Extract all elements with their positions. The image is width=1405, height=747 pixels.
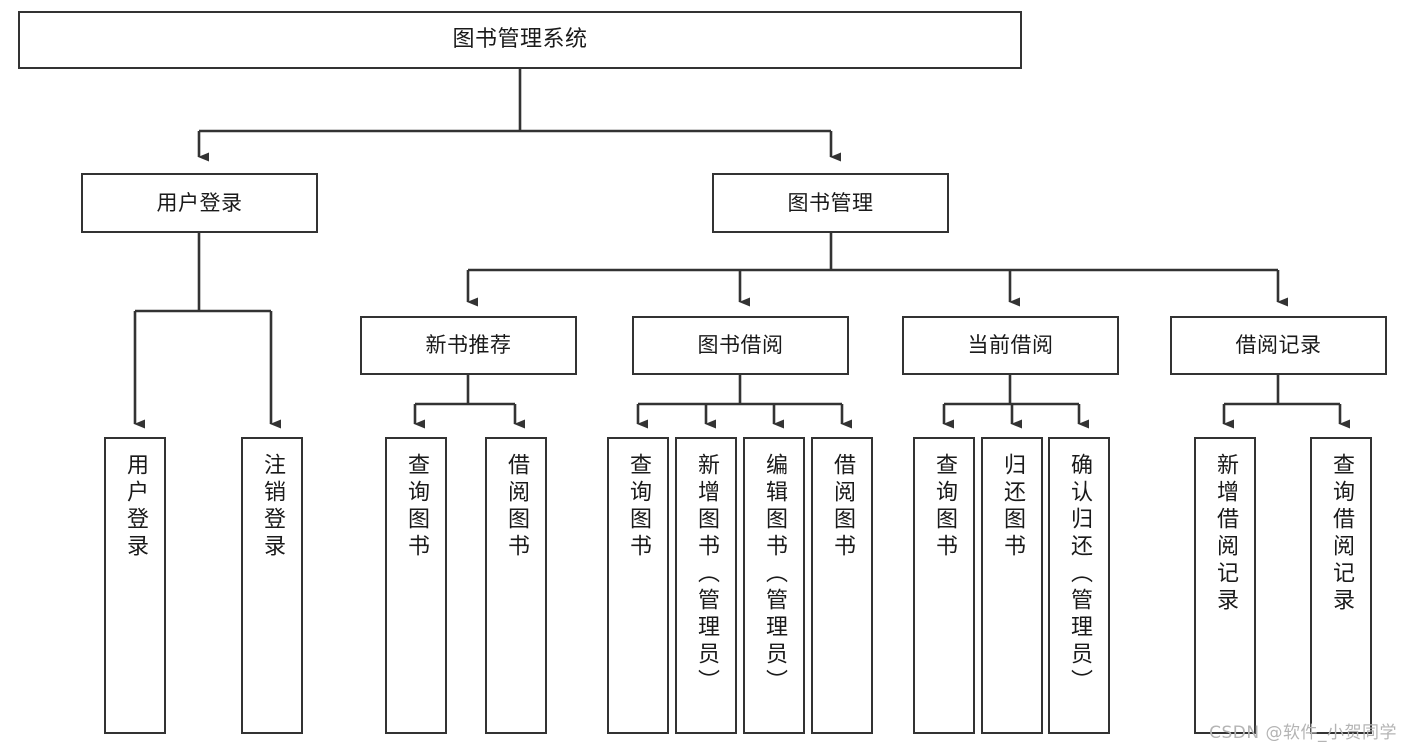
leaf-edit-book-admin[interactable]: 编辑图书（管理员） — [743, 437, 805, 734]
node-label: 借阅图书 — [504, 453, 529, 561]
node-label: 图书管理 — [787, 190, 874, 215]
node-user-login[interactable]: 用户登录 — [81, 173, 318, 233]
leaf-query-borrow-record[interactable]: 查询借阅记录 — [1310, 437, 1372, 734]
leaf-borrow-book[interactable]: 借阅图书 — [811, 437, 873, 734]
node-label: 查询图书 — [404, 453, 429, 561]
node-label: 编辑图书（管理员） — [762, 453, 787, 696]
leaf-query-book-current[interactable]: 查询图书 — [913, 437, 975, 734]
leaf-query-book-borrow[interactable]: 查询图书 — [607, 437, 669, 734]
node-label: 查询借阅记录 — [1329, 453, 1354, 615]
node-label: 确认归还（管理员） — [1067, 453, 1092, 696]
node-label: 借阅记录 — [1235, 333, 1322, 358]
leaf-user-login[interactable]: 用户登录 — [104, 437, 166, 734]
node-root-system[interactable]: 图书管理系统 — [18, 11, 1022, 69]
node-label: 用户登录 — [123, 453, 148, 561]
csdn-watermark: CSDN @软件_小贺同学 — [1209, 723, 1397, 743]
node-label: 新书推荐 — [425, 333, 512, 358]
leaf-confirm-return-admin[interactable]: 确认归还（管理员） — [1048, 437, 1110, 734]
node-label: 查询图书 — [626, 453, 651, 561]
node-label: 新增借阅记录 — [1213, 453, 1238, 615]
leaf-logout[interactable]: 注销登录 — [241, 437, 303, 734]
node-label: 用户登录 — [156, 190, 243, 215]
leaf-borrow-book-newbook[interactable]: 借阅图书 — [485, 437, 547, 734]
leaf-add-borrow-record[interactable]: 新增借阅记录 — [1194, 437, 1256, 734]
node-book-borrow[interactable]: 图书借阅 — [632, 316, 849, 375]
node-book-management[interactable]: 图书管理 — [712, 173, 949, 233]
node-label: 查询图书 — [932, 453, 957, 561]
node-label: 新增图书（管理员） — [694, 453, 719, 696]
leaf-return-book[interactable]: 归还图书 — [981, 437, 1043, 734]
node-label: 图书借阅 — [697, 333, 784, 358]
node-label: 注销登录 — [260, 453, 285, 561]
node-label: 归还图书 — [1000, 453, 1025, 561]
node-label: 当前借阅 — [967, 333, 1054, 358]
node-borrow-record[interactable]: 借阅记录 — [1170, 316, 1387, 375]
node-current-borrow[interactable]: 当前借阅 — [902, 316, 1119, 375]
node-label: 图书管理系统 — [452, 27, 588, 53]
leaf-query-book-newbook[interactable]: 查询图书 — [385, 437, 447, 734]
node-new-book-recommend[interactable]: 新书推荐 — [360, 316, 577, 375]
node-label: 借阅图书 — [830, 453, 855, 561]
leaf-add-book-admin[interactable]: 新增图书（管理员） — [675, 437, 737, 734]
